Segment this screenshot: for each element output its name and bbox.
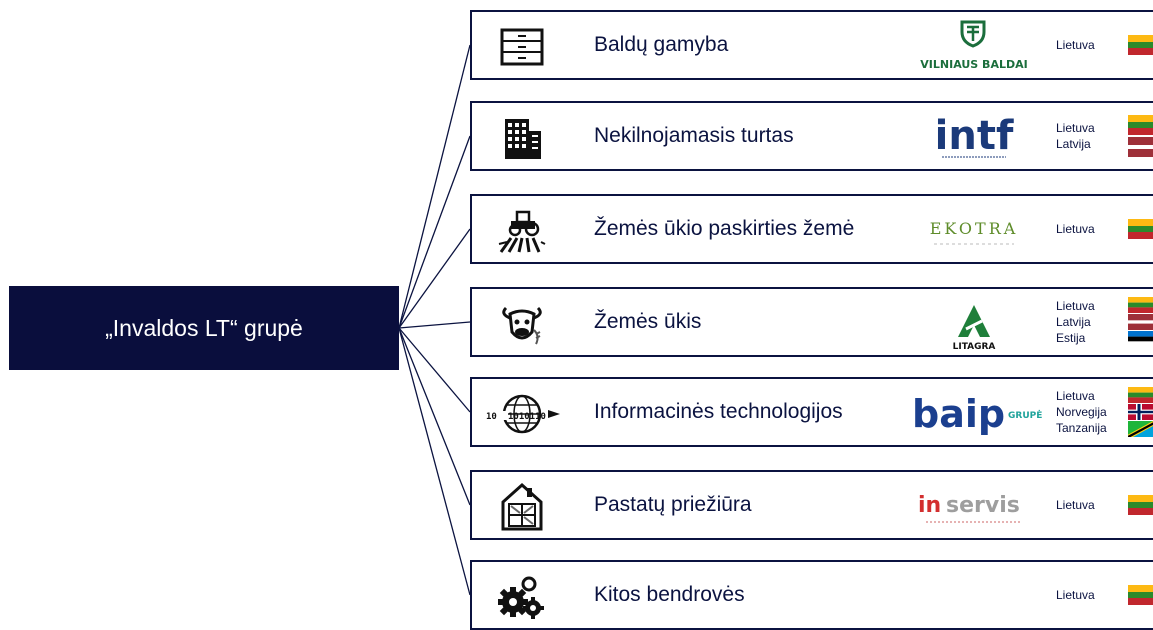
vilniaus-baldai-logo: VILNIAUS BALDAI	[904, 18, 1044, 74]
inservis-logo: in servis	[904, 478, 1044, 534]
country-list: Lietuva Latvija Estija	[1056, 289, 1095, 355]
svg-text:in: in	[918, 493, 941, 518]
branch-row-it: 10 1010110 Informacinės technologijos bai…	[470, 377, 1153, 447]
branch-label: Kitos bendrovės	[594, 583, 745, 606]
flag-list	[1128, 196, 1153, 262]
root-label: „Invaldos LT“ grupė	[105, 314, 303, 341]
svg-text:EKOTRA: EKOTRA	[930, 219, 1019, 238]
country-list: Lietuva	[1056, 562, 1095, 628]
lithuania-flag-icon	[1128, 297, 1153, 313]
flag-list	[1128, 12, 1153, 78]
branch-label: Žemės ūkio paskirties žemė	[594, 217, 855, 240]
country-name: Lietuva	[1056, 299, 1095, 313]
svg-text:10: 10	[486, 412, 497, 422]
svg-text:LITAGRA: LITAGRA	[953, 342, 996, 351]
branch-row-real-estate: Nekilnojamasis turtas intf Lietuva Latvi…	[470, 101, 1153, 171]
country-name: Tanzanija	[1056, 421, 1107, 435]
branch-label: Nekilnojamasis turtas	[594, 124, 794, 147]
tractor-field-icon	[496, 205, 548, 257]
country-name: Norvegija	[1056, 405, 1107, 419]
lithuania-flag-icon	[1128, 219, 1153, 239]
branch-row-agriculture: Žemės ūkis LITAGRA Lietuva Latvija Estij…	[470, 287, 1153, 357]
binary-globe-icon: 10 1010110	[482, 388, 562, 440]
branch-label: Žemės ūkis	[594, 310, 702, 333]
intf-logo: intf	[904, 109, 1044, 165]
branch-label: Informacinės technologijos	[594, 400, 843, 423]
litagra-logo: LITAGRA	[904, 295, 1044, 351]
country-list: Lietuva	[1056, 196, 1095, 262]
lithuania-flag-icon	[1128, 495, 1153, 515]
baip-logo: baip GRUPĖ	[904, 385, 1044, 441]
country-name: Lietuva	[1056, 389, 1095, 403]
branch-label: Baldų gamyba	[594, 33, 729, 56]
flag-list	[1128, 103, 1153, 169]
connector-line	[398, 327, 471, 413]
connector-line	[398, 327, 471, 596]
svg-text:GRUPĖ: GRUPĖ	[1008, 410, 1042, 421]
country-name: Latvija	[1056, 315, 1091, 329]
connector-line	[398, 44, 471, 329]
flag-list	[1128, 289, 1153, 355]
connector-line	[398, 135, 471, 329]
branch-label: Pastatų priežiūra	[594, 493, 752, 516]
flag-list	[1128, 379, 1153, 445]
latvia-flag-icon	[1128, 137, 1153, 157]
country-list: Lietuva	[1056, 12, 1095, 78]
lithuania-flag-icon	[1128, 585, 1153, 605]
branch-row-other-companies: Kitos bendrovės Lietuva	[470, 560, 1153, 630]
svg-text:baip: baip	[912, 392, 1005, 436]
house-maintenance-icon	[496, 481, 548, 533]
country-list: Lietuva	[1056, 472, 1095, 538]
ekotra-logo: EKOTRA	[904, 202, 1044, 258]
svg-text:intf: intf	[935, 113, 1014, 159]
estonia-flag-icon	[1128, 331, 1153, 347]
svg-text:servis: servis	[946, 493, 1020, 518]
country-list: Lietuva Latvija	[1056, 103, 1095, 169]
country-name: Lietuva	[1056, 588, 1095, 602]
connector-line	[398, 321, 471, 329]
connector-line	[398, 327, 471, 506]
latvia-flag-icon	[1128, 314, 1153, 330]
country-name: Lietuva	[1056, 38, 1095, 52]
country-name: Lietuva	[1056, 498, 1095, 512]
country-name: Lietuva	[1056, 222, 1095, 236]
tanzania-flag-icon	[1128, 421, 1153, 437]
flag-list	[1128, 472, 1153, 538]
building-icon	[496, 112, 548, 164]
root-node: „Invaldos LT“ grupė	[9, 286, 399, 370]
country-name: Latvija	[1056, 137, 1091, 151]
country-list: Lietuva Norvegija Tanzanija	[1056, 379, 1107, 445]
lithuania-flag-icon	[1128, 35, 1153, 55]
svg-text:VILNIAUS BALDAI: VILNIAUS BALDAI	[920, 58, 1027, 71]
gears-icon	[496, 571, 548, 623]
branch-row-building-maintenance: Pastatų priežiūra in servis Lietuva	[470, 470, 1153, 540]
connector-line	[398, 228, 471, 329]
norway-flag-icon	[1128, 404, 1153, 420]
lithuania-flag-icon	[1128, 387, 1153, 403]
furniture-drawers-icon	[496, 21, 548, 73]
lithuania-flag-icon	[1128, 115, 1153, 135]
branch-row-furniture: Baldų gamyba VILNIAUS BALDAI Lietuva	[470, 10, 1153, 80]
country-name: Lietuva	[1056, 121, 1095, 135]
country-name: Estija	[1056, 331, 1086, 345]
svg-text:1010110: 1010110	[508, 412, 546, 422]
branch-row-agricultural-land: Žemės ūkio paskirties žemė EKOTRA Lietuv…	[470, 194, 1153, 264]
cow-head-icon	[496, 298, 548, 350]
flag-list	[1128, 562, 1153, 628]
